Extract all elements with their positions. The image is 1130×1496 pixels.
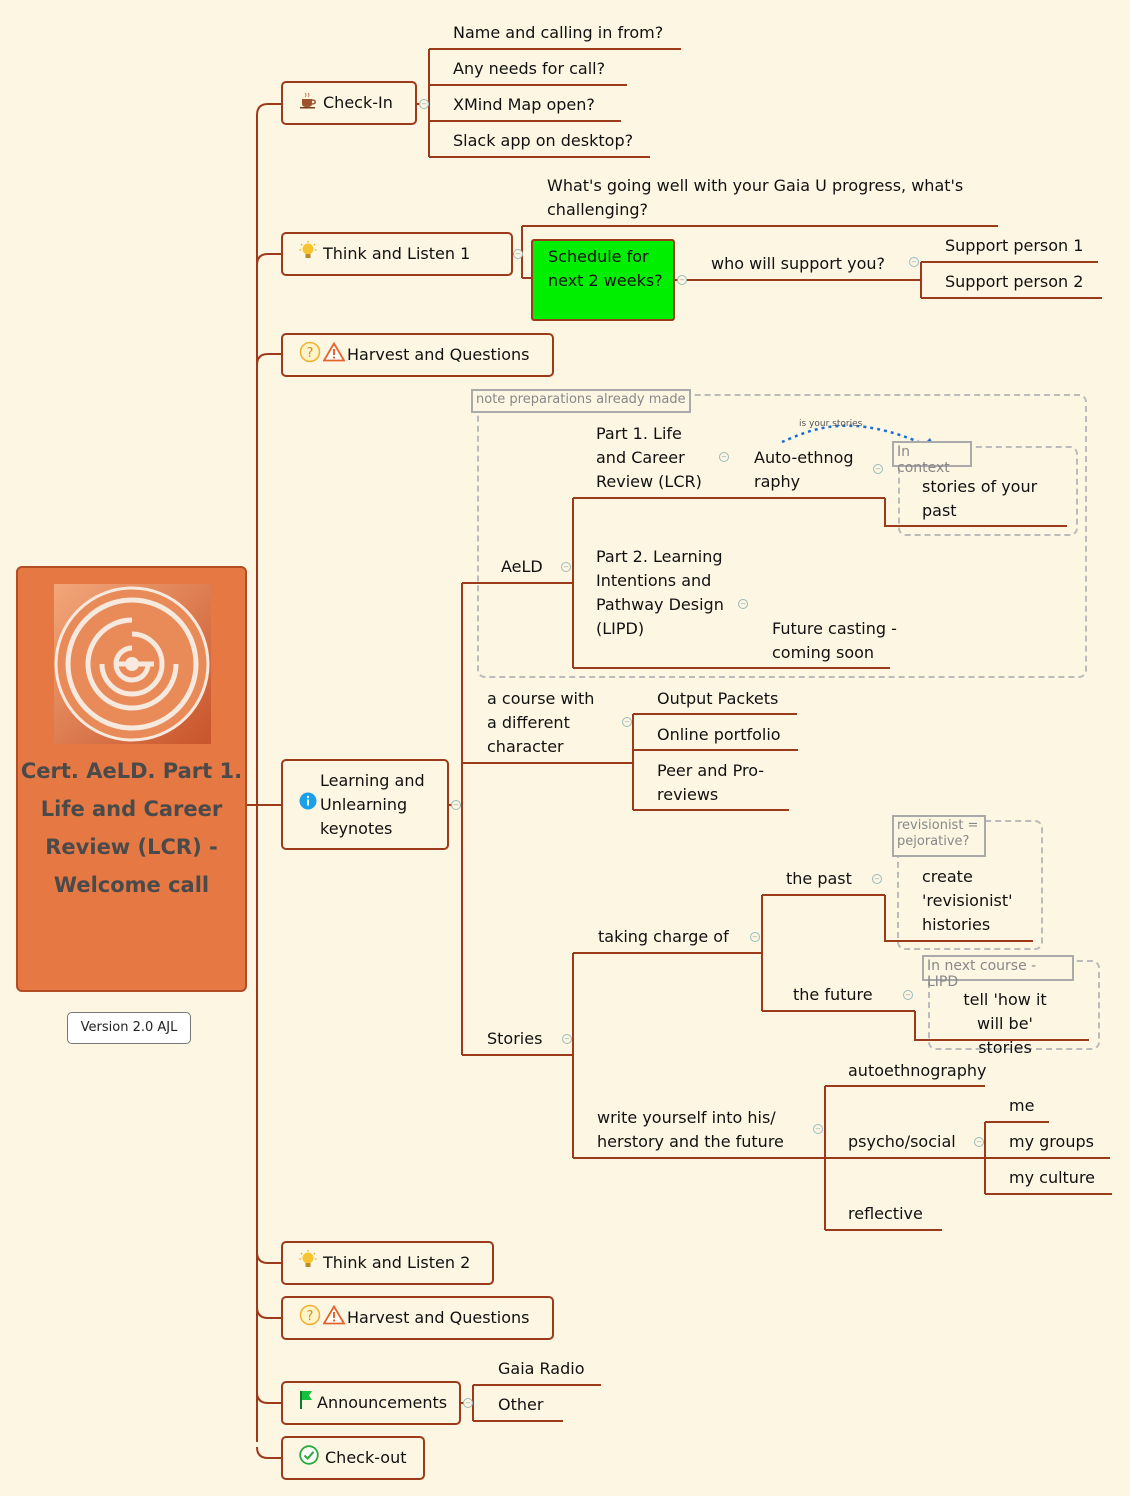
relationship-arrow: [781, 424, 931, 449]
topic-check-out[interactable]: Check-out: [281, 1436, 425, 1480]
warning-icon: [322, 341, 346, 369]
collapse-toggle-icon[interactable]: −: [451, 800, 461, 810]
lightbulb-icon: [299, 240, 317, 268]
topic-stories[interactable]: Stories: [487, 1029, 543, 1048]
collapse-toggle-icon[interactable]: −: [738, 599, 748, 609]
context-boundary: [898, 446, 1078, 536]
topic-the-future[interactable]: the future: [793, 985, 873, 1004]
lightbulb-icon: [299, 1249, 317, 1277]
collapse-toggle-icon[interactable]: −: [813, 1124, 823, 1134]
topic-schedule[interactable]: Schedule for next 2 weeks?: [531, 239, 675, 321]
collapse-toggle-icon[interactable]: −: [622, 717, 632, 727]
topic-harvest-and-questions-1-label: Harvest and Questions: [347, 345, 530, 364]
collapse-toggle-icon[interactable]: −: [872, 874, 882, 884]
aeld-boundary-label: note preparations already made: [471, 389, 691, 413]
context-boundary-label: In context: [892, 441, 972, 476]
question-icon: ?: [299, 1304, 321, 1333]
aeld-boundary: [477, 394, 1087, 678]
topic-check-in[interactable]: Check-In: [281, 81, 417, 125]
topic-harvest-and-questions-2[interactable]: ? Harvest and Questions: [281, 1296, 554, 1340]
coffee-cup-icon: [299, 91, 317, 116]
topic-autoethnography[interactable]: autoethnography: [848, 1061, 987, 1080]
collapse-toggle-icon[interactable]: −: [903, 990, 913, 1000]
course-item[interactable]: Output Packets: [657, 689, 779, 708]
warning-icon: [322, 1304, 346, 1332]
topic-write-yourself[interactable]: write yourself into his/ herstory and th…: [597, 1108, 784, 1151]
collapse-toggle-icon[interactable]: −: [909, 257, 919, 267]
central-topic-title: Cert. AeLD. Part 1. Life and Career Revi…: [20, 759, 243, 897]
green-flag-icon: [299, 1390, 313, 1417]
topic-psycho-social[interactable]: psycho/social: [848, 1132, 956, 1151]
psycho-social-item[interactable]: me: [1009, 1096, 1035, 1115]
topic-check-out-label: Check-out: [325, 1448, 407, 1467]
check-in-item[interactable]: Any needs for call?: [453, 59, 606, 78]
svg-text:?: ?: [307, 346, 314, 361]
collapse-toggle-icon[interactable]: −: [419, 99, 429, 109]
next-course-boundary-label: In next course - LIPD: [922, 955, 1074, 990]
topic-announcements-label: Announcements: [317, 1393, 448, 1412]
support-person-item[interactable]: Support person 2: [945, 272, 1084, 291]
topic-auto-ethnography[interactable]: Auto-ethnography: [754, 448, 854, 491]
collapse-toggle-icon[interactable]: −: [561, 562, 571, 572]
psycho-social-item[interactable]: my culture: [1009, 1168, 1096, 1187]
check-in-item[interactable]: XMind Map open?: [453, 95, 595, 114]
topic-future-casting[interactable]: Future casting - coming soon: [772, 619, 897, 662]
course-item[interactable]: Online portfolio: [657, 725, 781, 744]
topic-part-2[interactable]: Part 2. Learning Intentions and Pathway …: [596, 547, 724, 638]
collapse-toggle-icon[interactable]: −: [873, 464, 883, 474]
topic-taking-charge-of[interactable]: taking charge of: [598, 927, 729, 946]
revisionist-boundary-label: revisionist = pejorative?: [892, 815, 986, 857]
topic-the-past[interactable]: the past: [786, 869, 852, 888]
topic-learning-and-unlearning-label: Learning and Unlearning keynotes: [320, 770, 425, 838]
collapse-toggle-icon[interactable]: −: [750, 932, 760, 942]
collapse-toggle-icon[interactable]: −: [719, 452, 729, 462]
announcement-item[interactable]: Other: [498, 1395, 544, 1414]
topic-different-character[interactable]: a course with a different character: [487, 689, 595, 756]
course-item[interactable]: Peer and Pro-reviews: [657, 761, 765, 804]
topic-think-and-listen-2[interactable]: Think and Listen 2: [281, 1241, 494, 1285]
support-person-item[interactable]: Support person 1: [945, 236, 1084, 255]
topic-think-and-listen-1-label: Think and Listen 1: [323, 244, 471, 263]
topic-aeld[interactable]: AeLD: [501, 557, 543, 576]
collapse-toggle-icon[interactable]: −: [463, 1398, 473, 1408]
collapse-toggle-icon[interactable]: −: [677, 275, 687, 285]
question-icon: ?: [299, 341, 321, 370]
topic-part-1[interactable]: Part 1. Life and Career Review (LCR): [596, 424, 702, 491]
topic-progress-question[interactable]: What's going well with your Gaia U progr…: [547, 176, 964, 219]
topic-learning-and-unlearning[interactable]: Learning and Unlearning keynotes: [281, 759, 449, 850]
topic-stories-of-your-past[interactable]: stories of your past: [922, 477, 1038, 520]
check-in-item[interactable]: Name and calling in from?: [453, 23, 664, 42]
labyrinth-logo: [54, 584, 211, 744]
topic-think-and-listen-2-label: Think and Listen 2: [323, 1253, 471, 1272]
collapse-toggle-icon[interactable]: −: [513, 249, 523, 259]
check-circle-icon: [299, 1444, 319, 1472]
collapse-toggle-icon[interactable]: −: [562, 1034, 572, 1044]
version-label: Version 2.0 AJL: [67, 1012, 191, 1044]
central-topic[interactable]: Cert. AeLD. Part 1. Life and Career Revi…: [16, 566, 247, 992]
check-in-item[interactable]: Slack app on desktop?: [453, 131, 634, 150]
topic-check-in-label: Check-In: [323, 93, 393, 112]
topic-announcements[interactable]: Announcements: [281, 1381, 461, 1425]
topic-who-will-support[interactable]: who will support you?: [711, 254, 886, 273]
topic-think-and-listen-1[interactable]: Think and Listen 1: [281, 232, 513, 276]
psycho-social-item[interactable]: my groups: [1009, 1132, 1094, 1151]
topic-how-it-will-be[interactable]: tell 'how it will be' stories: [963, 990, 1047, 1057]
topic-harvest-and-questions-1[interactable]: ? Harvest and Questions: [281, 333, 554, 377]
announcement-item[interactable]: Gaia Radio: [498, 1359, 585, 1378]
collapse-toggle-icon[interactable]: −: [974, 1137, 984, 1147]
topic-revisionist-histories[interactable]: create 'revisionist' histories: [922, 867, 1013, 934]
relationship-label: is your stories: [799, 419, 863, 429]
svg-text:?: ?: [307, 1309, 314, 1324]
info-icon: [299, 792, 317, 817]
topic-harvest-and-questions-2-label: Harvest and Questions: [347, 1308, 530, 1327]
topic-reflective[interactable]: reflective: [848, 1204, 923, 1223]
